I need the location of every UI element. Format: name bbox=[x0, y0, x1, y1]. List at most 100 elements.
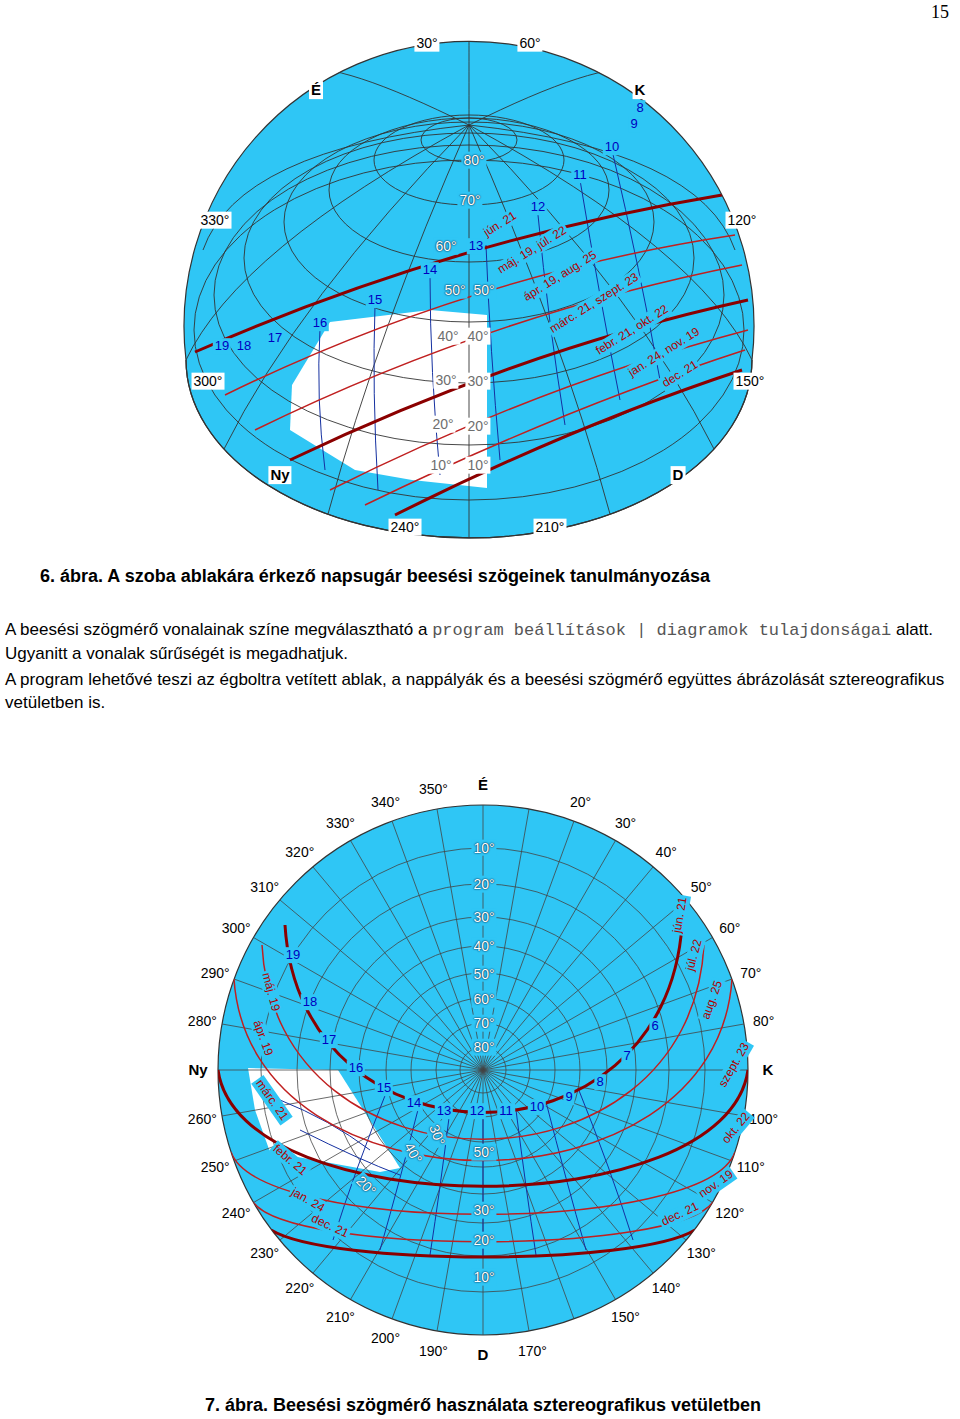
altitude-label: 60° bbox=[471, 991, 496, 1008]
angle-label: 120° bbox=[726, 212, 759, 229]
hour-number: 12 bbox=[468, 1103, 486, 1119]
stereographic-disc bbox=[218, 805, 748, 1335]
direction-letter: K bbox=[633, 81, 648, 99]
altitude-label: 10° bbox=[471, 839, 496, 856]
altitude-label: 30° bbox=[465, 373, 490, 390]
angle-label: 120° bbox=[713, 1204, 746, 1221]
angle-label: 330° bbox=[324, 815, 357, 832]
hour-number: 6 bbox=[649, 1018, 660, 1034]
angle-label: 70° bbox=[738, 964, 763, 981]
dome-grid bbox=[186, 40, 752, 538]
hour-number: 16 bbox=[311, 315, 329, 331]
sun-path-thin bbox=[225, 235, 748, 505]
angle-label: 30° bbox=[414, 35, 439, 52]
hour-number: 10 bbox=[528, 1099, 546, 1115]
altitude-label: 20° bbox=[430, 416, 455, 433]
hour-number: 18 bbox=[235, 338, 253, 354]
hour-number: 19 bbox=[284, 947, 302, 963]
figure-caption: 7. ábra. Beesési szögmérő használata szt… bbox=[205, 1395, 761, 1416]
angle-label: 250° bbox=[199, 1159, 232, 1176]
hour-number: 14 bbox=[421, 262, 439, 278]
angle-label: 110° bbox=[735, 1159, 767, 1176]
altitude-label: 40° bbox=[435, 328, 460, 345]
altitude-label: 70° bbox=[457, 192, 482, 209]
direction-letter: É bbox=[476, 776, 490, 794]
angle-label: 330° bbox=[199, 212, 232, 229]
altitude-label: 50° bbox=[471, 965, 496, 982]
altitude-label: 10° bbox=[471, 1269, 496, 1286]
angle-label: 300° bbox=[220, 919, 253, 936]
dome-contents bbox=[186, 40, 752, 538]
altitude-label: 50° bbox=[471, 282, 496, 299]
hour-number: 12 bbox=[529, 199, 547, 215]
altitude-label: 30° bbox=[471, 909, 496, 926]
sun-path-thick bbox=[195, 195, 748, 515]
direction-letter: É bbox=[309, 81, 323, 99]
sun-path-thin bbox=[231, 945, 735, 1242]
hour-number: 8 bbox=[634, 100, 645, 116]
angle-label: 220° bbox=[283, 1280, 316, 1297]
hour-number: 7 bbox=[621, 1048, 632, 1064]
angle-label: 290° bbox=[199, 964, 232, 981]
angle-label: 150° bbox=[609, 1308, 642, 1325]
angle-label: 20° bbox=[568, 794, 593, 811]
hour-number: 10 bbox=[603, 139, 621, 155]
hour-number: 8 bbox=[594, 1074, 605, 1090]
altitude-label: 50° bbox=[442, 282, 467, 299]
angle-label: 60° bbox=[717, 919, 742, 936]
direction-letter: K bbox=[761, 1061, 776, 1079]
direction-letter: D bbox=[671, 466, 686, 484]
paragraph-text: A program lehetővé teszi az égboltra vet… bbox=[5, 670, 944, 712]
disc-contents bbox=[218, 805, 748, 1335]
hour-number: 15 bbox=[366, 292, 384, 308]
angle-label: 260° bbox=[186, 1111, 219, 1128]
hour-number: 11 bbox=[497, 1103, 515, 1119]
hour-number: 15 bbox=[375, 1080, 393, 1096]
angle-label: 130° bbox=[685, 1245, 718, 1262]
angle-label: 210° bbox=[534, 519, 567, 536]
angle-label: 240° bbox=[389, 519, 422, 536]
angle-label: 230° bbox=[248, 1245, 281, 1262]
altitude-label: 70° bbox=[471, 1015, 496, 1032]
paragraph-text: A beesési szögmérő vonalainak színe megv… bbox=[5, 620, 427, 639]
angle-label: 170° bbox=[516, 1342, 549, 1359]
hour-number: 14 bbox=[405, 1095, 423, 1111]
angle-label: 50° bbox=[689, 878, 714, 895]
angle-label: 240° bbox=[220, 1204, 253, 1221]
direction-letter: Ny bbox=[186, 1061, 209, 1079]
altitude-label: 40° bbox=[471, 938, 496, 955]
polar-grid bbox=[218, 805, 748, 1335]
page-number: 15 bbox=[929, 2, 951, 23]
angle-label: 340° bbox=[369, 794, 402, 811]
angle-label: 80° bbox=[751, 1012, 776, 1029]
altitude-label: 80° bbox=[471, 1038, 496, 1055]
altitude-label: 20° bbox=[465, 418, 490, 435]
angle-label: 60° bbox=[517, 35, 542, 52]
hour-number: 18 bbox=[301, 994, 319, 1010]
angle-label: 30° bbox=[613, 815, 638, 832]
hour-number: 9 bbox=[628, 116, 639, 132]
hour-number: 16 bbox=[347, 1060, 365, 1076]
sun-path-thick bbox=[218, 925, 748, 1257]
angle-label: 280° bbox=[186, 1012, 219, 1029]
angle-label: 320° bbox=[283, 843, 316, 860]
altitude-label: 30° bbox=[471, 1202, 496, 1219]
altitude-label: 30° bbox=[433, 372, 458, 389]
direction-letter: Ny bbox=[268, 466, 291, 484]
altitude-label: 20° bbox=[471, 1232, 496, 1249]
hour-number: 19 bbox=[213, 338, 231, 354]
hour-lines bbox=[319, 150, 660, 490]
angle-label: 40° bbox=[654, 843, 679, 860]
altitude-label: 10° bbox=[428, 457, 453, 474]
altitude-label: 80° bbox=[461, 152, 486, 169]
hour-number: 13 bbox=[467, 238, 485, 254]
altitude-label: 40° bbox=[465, 328, 490, 345]
angle-label: 200° bbox=[369, 1329, 402, 1346]
angle-label: 210° bbox=[324, 1308, 357, 1325]
altitude-label: 50° bbox=[471, 1144, 496, 1161]
hour-number: 11 bbox=[571, 167, 589, 183]
angle-label: 310° bbox=[248, 878, 281, 895]
angle-label: 190° bbox=[417, 1342, 450, 1359]
altitude-label: 10° bbox=[465, 457, 490, 474]
